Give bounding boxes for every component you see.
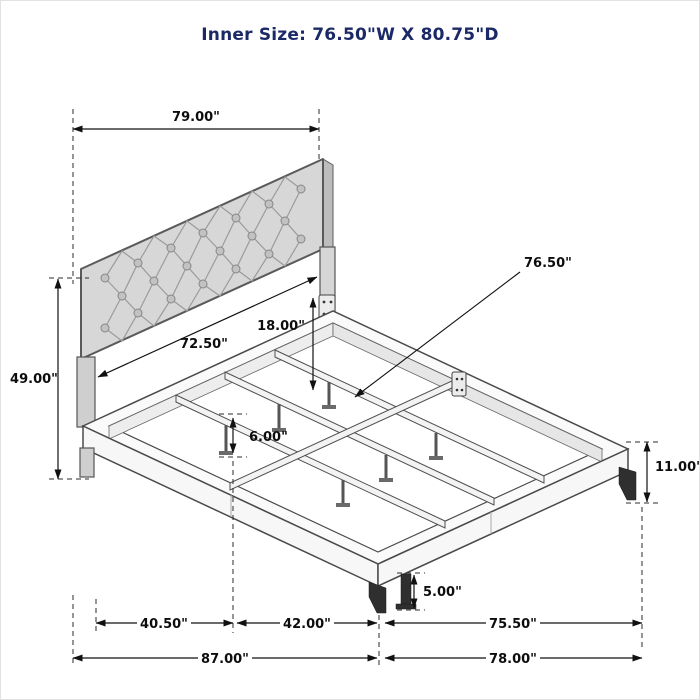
mid-bracket [451, 371, 467, 397]
dim-label-headboard-height: 49.00" [10, 372, 58, 387]
dim-label-side-rail-height: 11.00" [655, 460, 700, 475]
dim-slat-leg-height: 6.00" [229, 417, 288, 454]
dim-label-overall-depth: 78.00" [489, 652, 537, 667]
dim-label-center-leg-height: 5.00" [423, 585, 462, 600]
dim-label-headboard-inner-width: 72.50" [180, 337, 228, 352]
center-rail-1 [175, 394, 446, 529]
headboard-leg-lower [79, 447, 95, 478]
dim-label-inner-width: 76.50" [524, 256, 572, 271]
center-support-legs [219, 382, 443, 507]
dim-span-middle: 42.00" [236, 614, 378, 632]
dim-headboard-inner-width: 72.50" [97, 276, 318, 378]
dim-label-span-middle: 42.00" [283, 617, 331, 632]
headboard-side-face [322, 158, 334, 256]
bed-frame [79, 310, 637, 614]
dim-span-right: 75.50" [384, 614, 643, 632]
dim-overall-depth: 78.00" [384, 649, 643, 667]
extension-lines [49, 109, 659, 667]
dimensions: 79.00" 49.00" 72.50" 18.00" 76.50" 6.00" [10, 110, 700, 667]
center-front-leg [395, 573, 417, 610]
dim-headboard-width: 79.00" [72, 110, 320, 133]
dim-label-headboard-width: 79.00" [172, 110, 220, 125]
dim-center-leg-height: 5.00" [410, 574, 462, 609]
corner-leg-right [618, 466, 637, 501]
dim-overall-width: 87.00" [72, 649, 378, 667]
dim-label-headboard-to-rail: 18.00" [257, 319, 305, 334]
dim-span-left: 40.50" [95, 614, 234, 632]
corner-leg-front [368, 581, 387, 614]
headboard-left-leg [76, 356, 96, 428]
dim-label-overall-width: 87.00" [201, 652, 249, 667]
dim-headboard-to-rail: 18.00" [257, 297, 317, 391]
dim-side-rail-height: 11.00" [643, 441, 700, 503]
dim-label-span-right: 75.50" [489, 617, 537, 632]
dim-label-slat-leg-height: 6.00" [249, 430, 288, 445]
dim-inner-width-callout: 76.50" [354, 256, 572, 398]
inner-size-title: Inner Size: 76.50"W X 80.75"D [201, 25, 499, 45]
dim-headboard-height: 49.00" [10, 278, 62, 480]
dim-label-span-left: 40.50" [140, 617, 188, 632]
